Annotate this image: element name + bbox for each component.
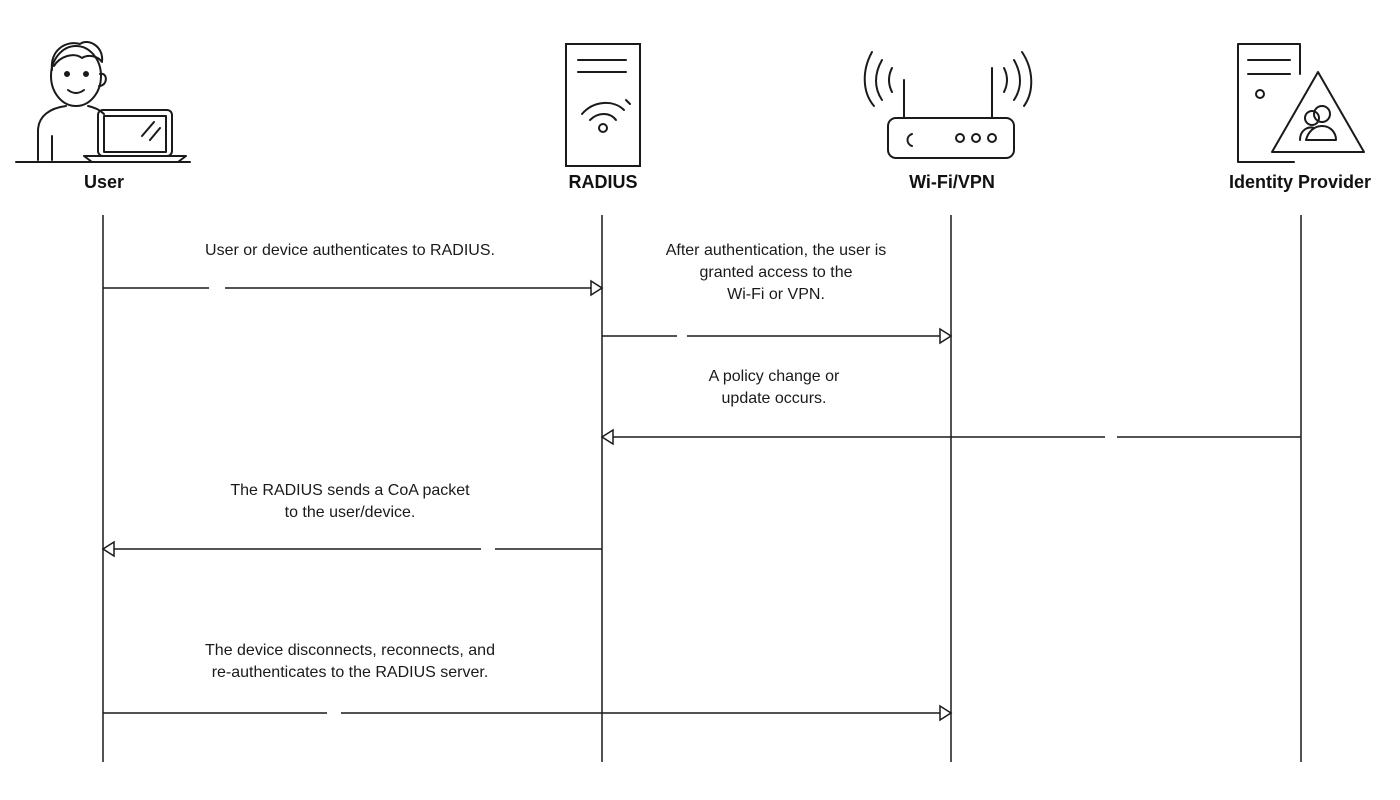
message-arrow-1 (103, 279, 604, 297)
message-label-4: The RADIUS sends a CoA packet to the use… (230, 482, 470, 521)
message-label-3: A policy change or update occurs. (708, 368, 840, 407)
actor-label-wifi-vpn: Wi-Fi/VPN (909, 172, 995, 192)
message-arrow-2 (602, 327, 953, 345)
message-arrow-5 (103, 704, 953, 722)
user-with-laptop-icon (15, 41, 191, 163)
message-label-1: User or device authenticates to RADIUS. (205, 242, 495, 259)
router-icon (863, 51, 1033, 159)
actor-label-radius: RADIUS (568, 172, 638, 192)
message-label-2: After authentication, the user is grante… (665, 242, 887, 303)
actor-label-identity-provider: Identity Provider (1228, 172, 1372, 192)
actor-label-user: User (83, 172, 125, 192)
message-label-5: The device disconnects, reconnects, and … (205, 642, 495, 681)
message-arrow-3 (600, 428, 1301, 446)
server-icon (565, 43, 641, 167)
identity-server-icon (1237, 43, 1365, 163)
message-arrow-4 (101, 540, 602, 558)
